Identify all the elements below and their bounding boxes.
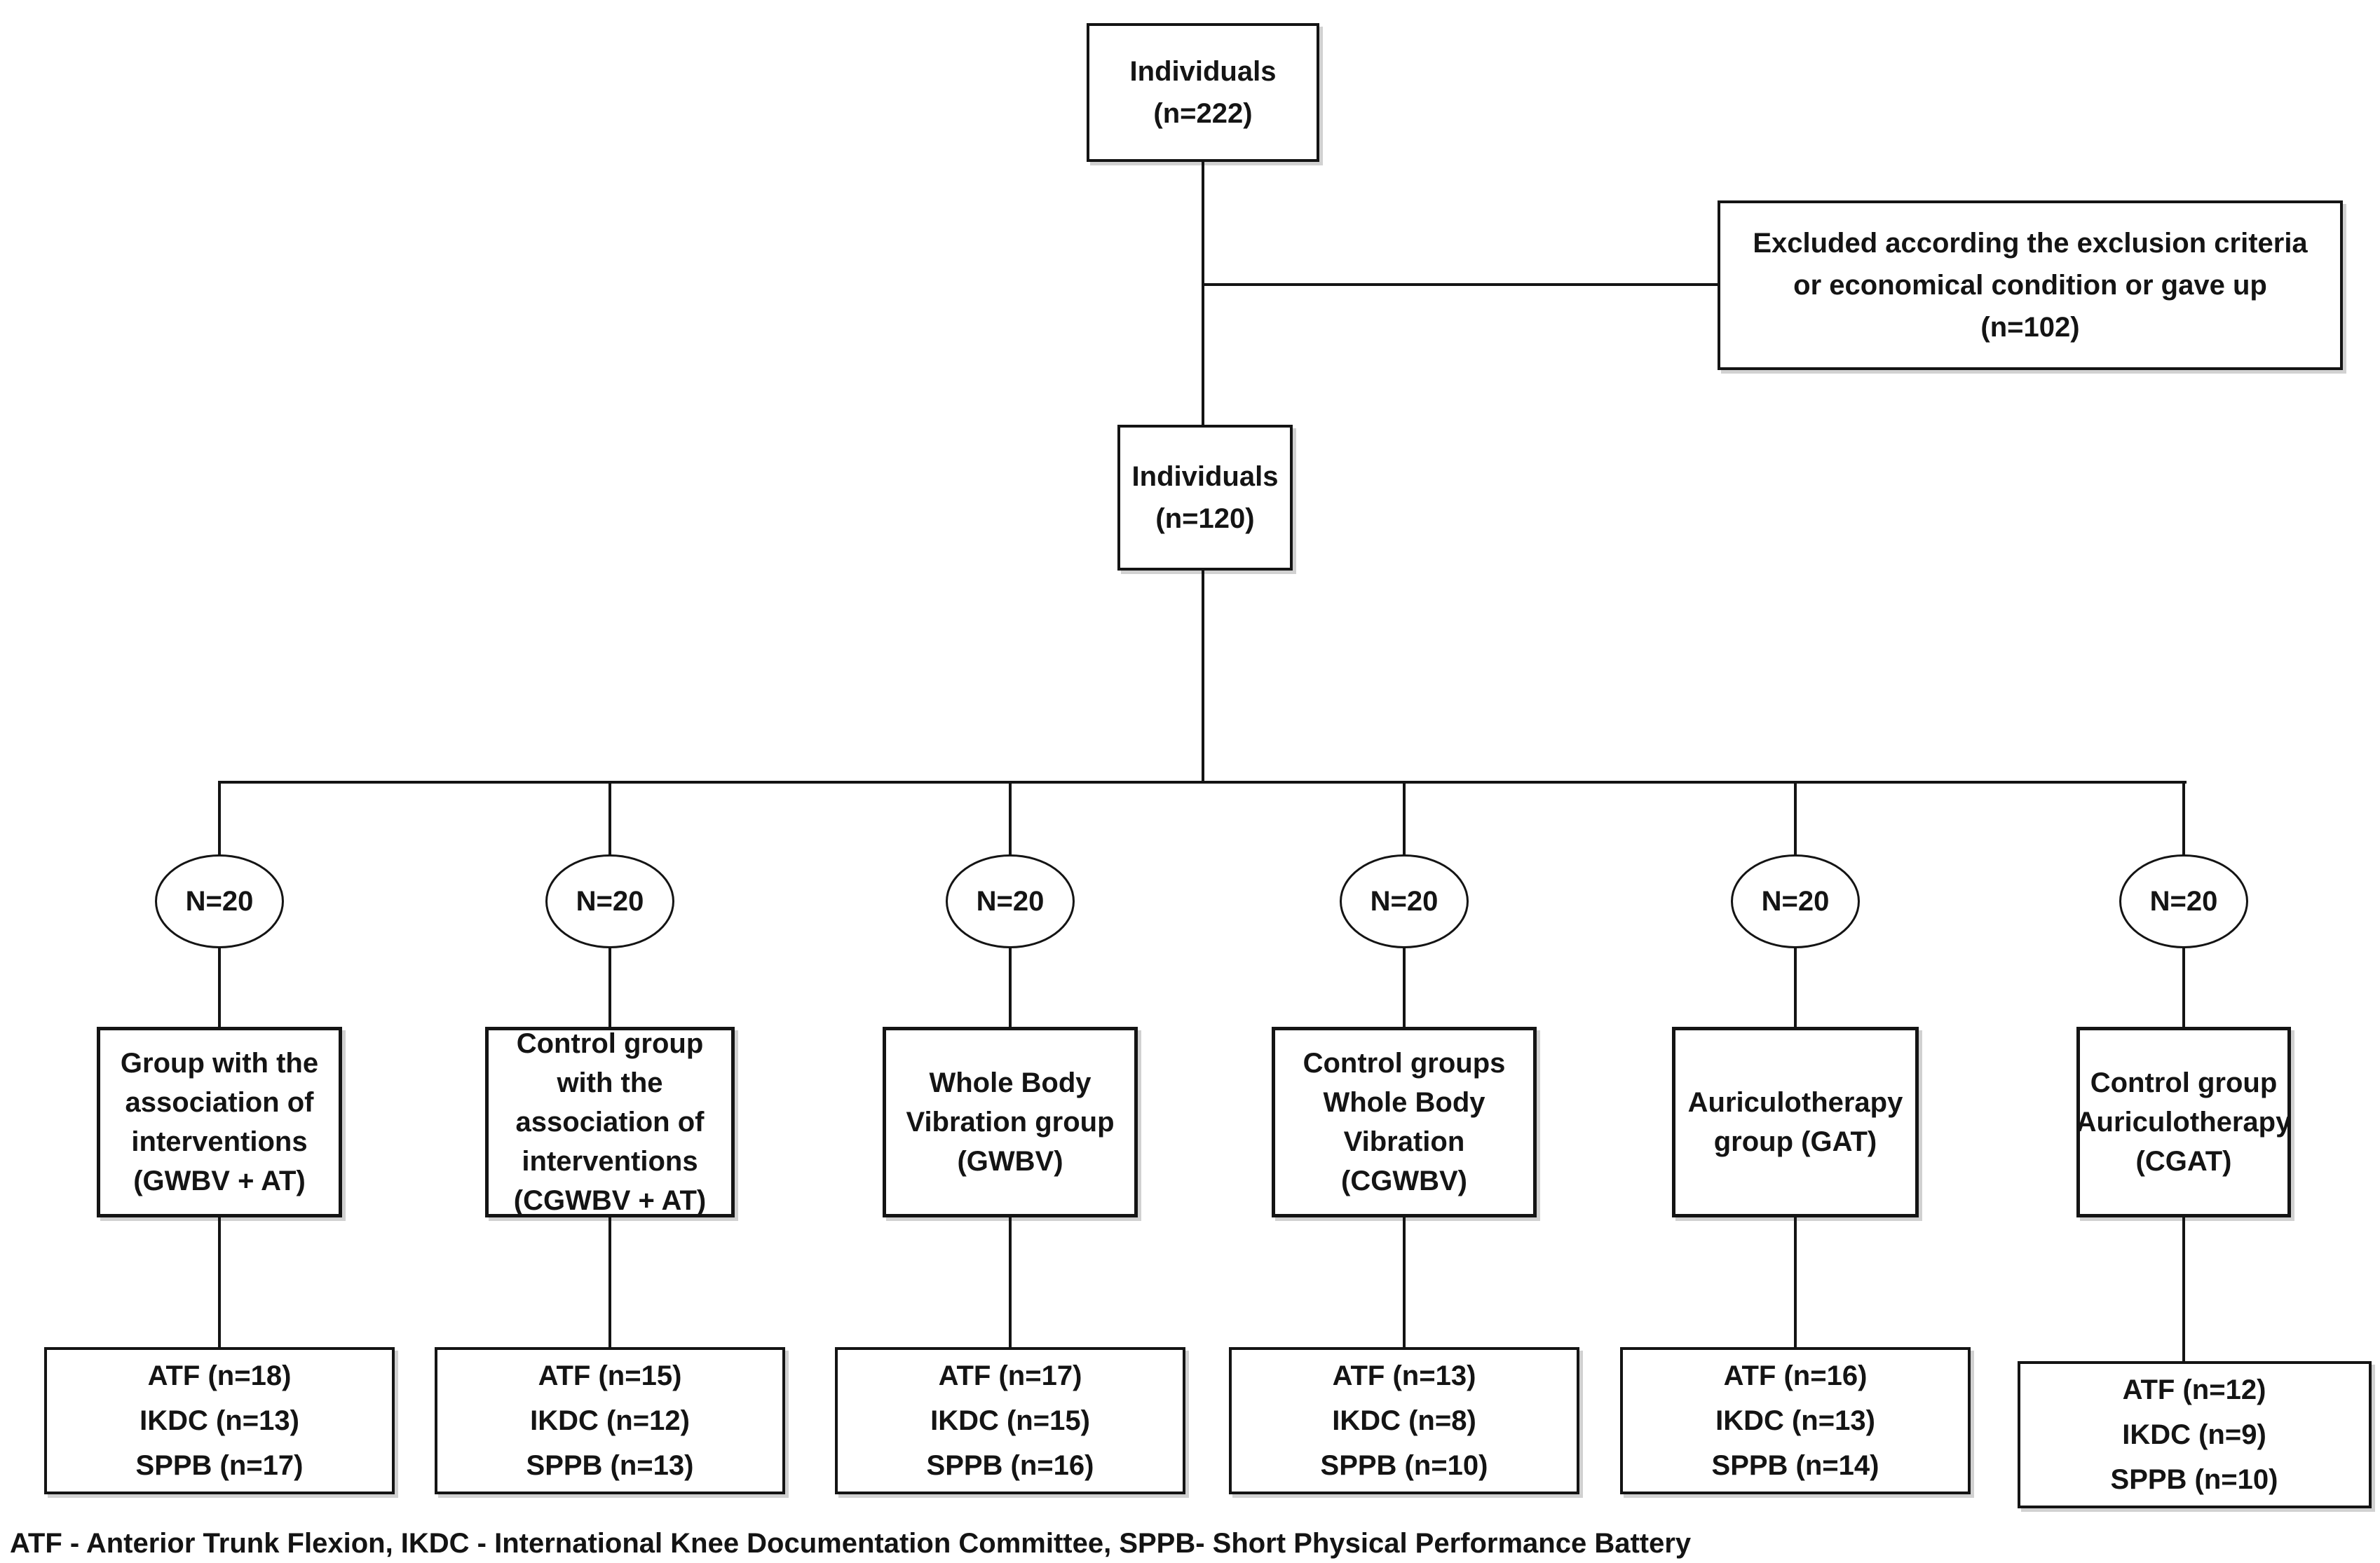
node-outcomes-4: ATF (n=13) IKDC (n=8) SPPB (n=10)	[1229, 1347, 1579, 1494]
connector-group-to-outcomes	[2182, 1216, 2185, 1363]
connector-group-to-outcomes	[1403, 1216, 1406, 1349]
node-sample-size-1: N=20	[155, 854, 284, 948]
connector-top-to-eligible	[1202, 161, 1204, 426]
connector-branch-to-ellipse	[1009, 781, 1012, 856]
connector-branch-to-ellipse	[218, 781, 221, 856]
legend-abbreviations: ATF - Anterior Trunk Flexion, IKDC - Int…	[10, 1528, 1692, 1559]
connector-group-to-outcomes	[1794, 1216, 1797, 1349]
node-sample-size-5: N=20	[1731, 854, 1860, 948]
connector-branch-to-ellipse	[2182, 781, 2185, 856]
connector-eligible-to-branch	[1202, 569, 1204, 782]
connector-group-to-outcomes	[608, 1216, 611, 1349]
connector-to-excluded	[1203, 283, 1719, 286]
node-outcomes-5: ATF (n=16) IKDC (n=13) SPPB (n=14)	[1620, 1347, 1971, 1494]
node-group-3: Whole Body Vibration group (GWBV)	[883, 1027, 1138, 1217]
connector-ellipse-to-group	[1403, 947, 1406, 1028]
connector-group-to-outcomes	[218, 1216, 221, 1349]
node-sample-size-2: N=20	[545, 854, 674, 948]
connector-branch-to-ellipse	[1794, 781, 1797, 856]
node-individuals-222: Individuals (n=222)	[1087, 23, 1319, 162]
node-group-4: Control groups Whole Body Vibration (CGW…	[1272, 1027, 1537, 1217]
branch-distribution-line	[218, 781, 2187, 784]
connector-group-to-outcomes	[1009, 1216, 1012, 1349]
node-outcomes-3: ATF (n=17) IKDC (n=15) SPPB (n=16)	[835, 1347, 1185, 1494]
connector-ellipse-to-group	[1794, 947, 1797, 1028]
connector-branch-to-ellipse	[608, 781, 611, 856]
node-outcomes-6: ATF (n=12) IKDC (n=9) SPPB (n=10)	[2017, 1361, 2372, 1508]
connector-branch-to-ellipse	[1403, 781, 1406, 856]
connector-ellipse-to-group	[608, 947, 611, 1028]
node-excluded: Excluded according the exclusion criteri…	[1718, 200, 2343, 370]
node-group-2: Control group with the association of in…	[485, 1027, 735, 1217]
connector-ellipse-to-group	[218, 947, 221, 1028]
node-outcomes-1: ATF (n=18) IKDC (n=13) SPPB (n=17)	[44, 1347, 395, 1494]
node-group-1: Group with the association of interventi…	[97, 1027, 342, 1217]
node-individuals-120: Individuals (n=120)	[1117, 425, 1293, 571]
node-outcomes-2: ATF (n=15) IKDC (n=12) SPPB (n=13)	[435, 1347, 785, 1494]
node-group-6: Control group Auriculotherapy (CGAT)	[2076, 1027, 2291, 1217]
connector-ellipse-to-group	[1009, 947, 1012, 1028]
node-group-5: Auriculotherapy group (GAT)	[1672, 1027, 1919, 1217]
node-sample-size-6: N=20	[2119, 854, 2248, 948]
connector-ellipse-to-group	[2182, 947, 2185, 1028]
